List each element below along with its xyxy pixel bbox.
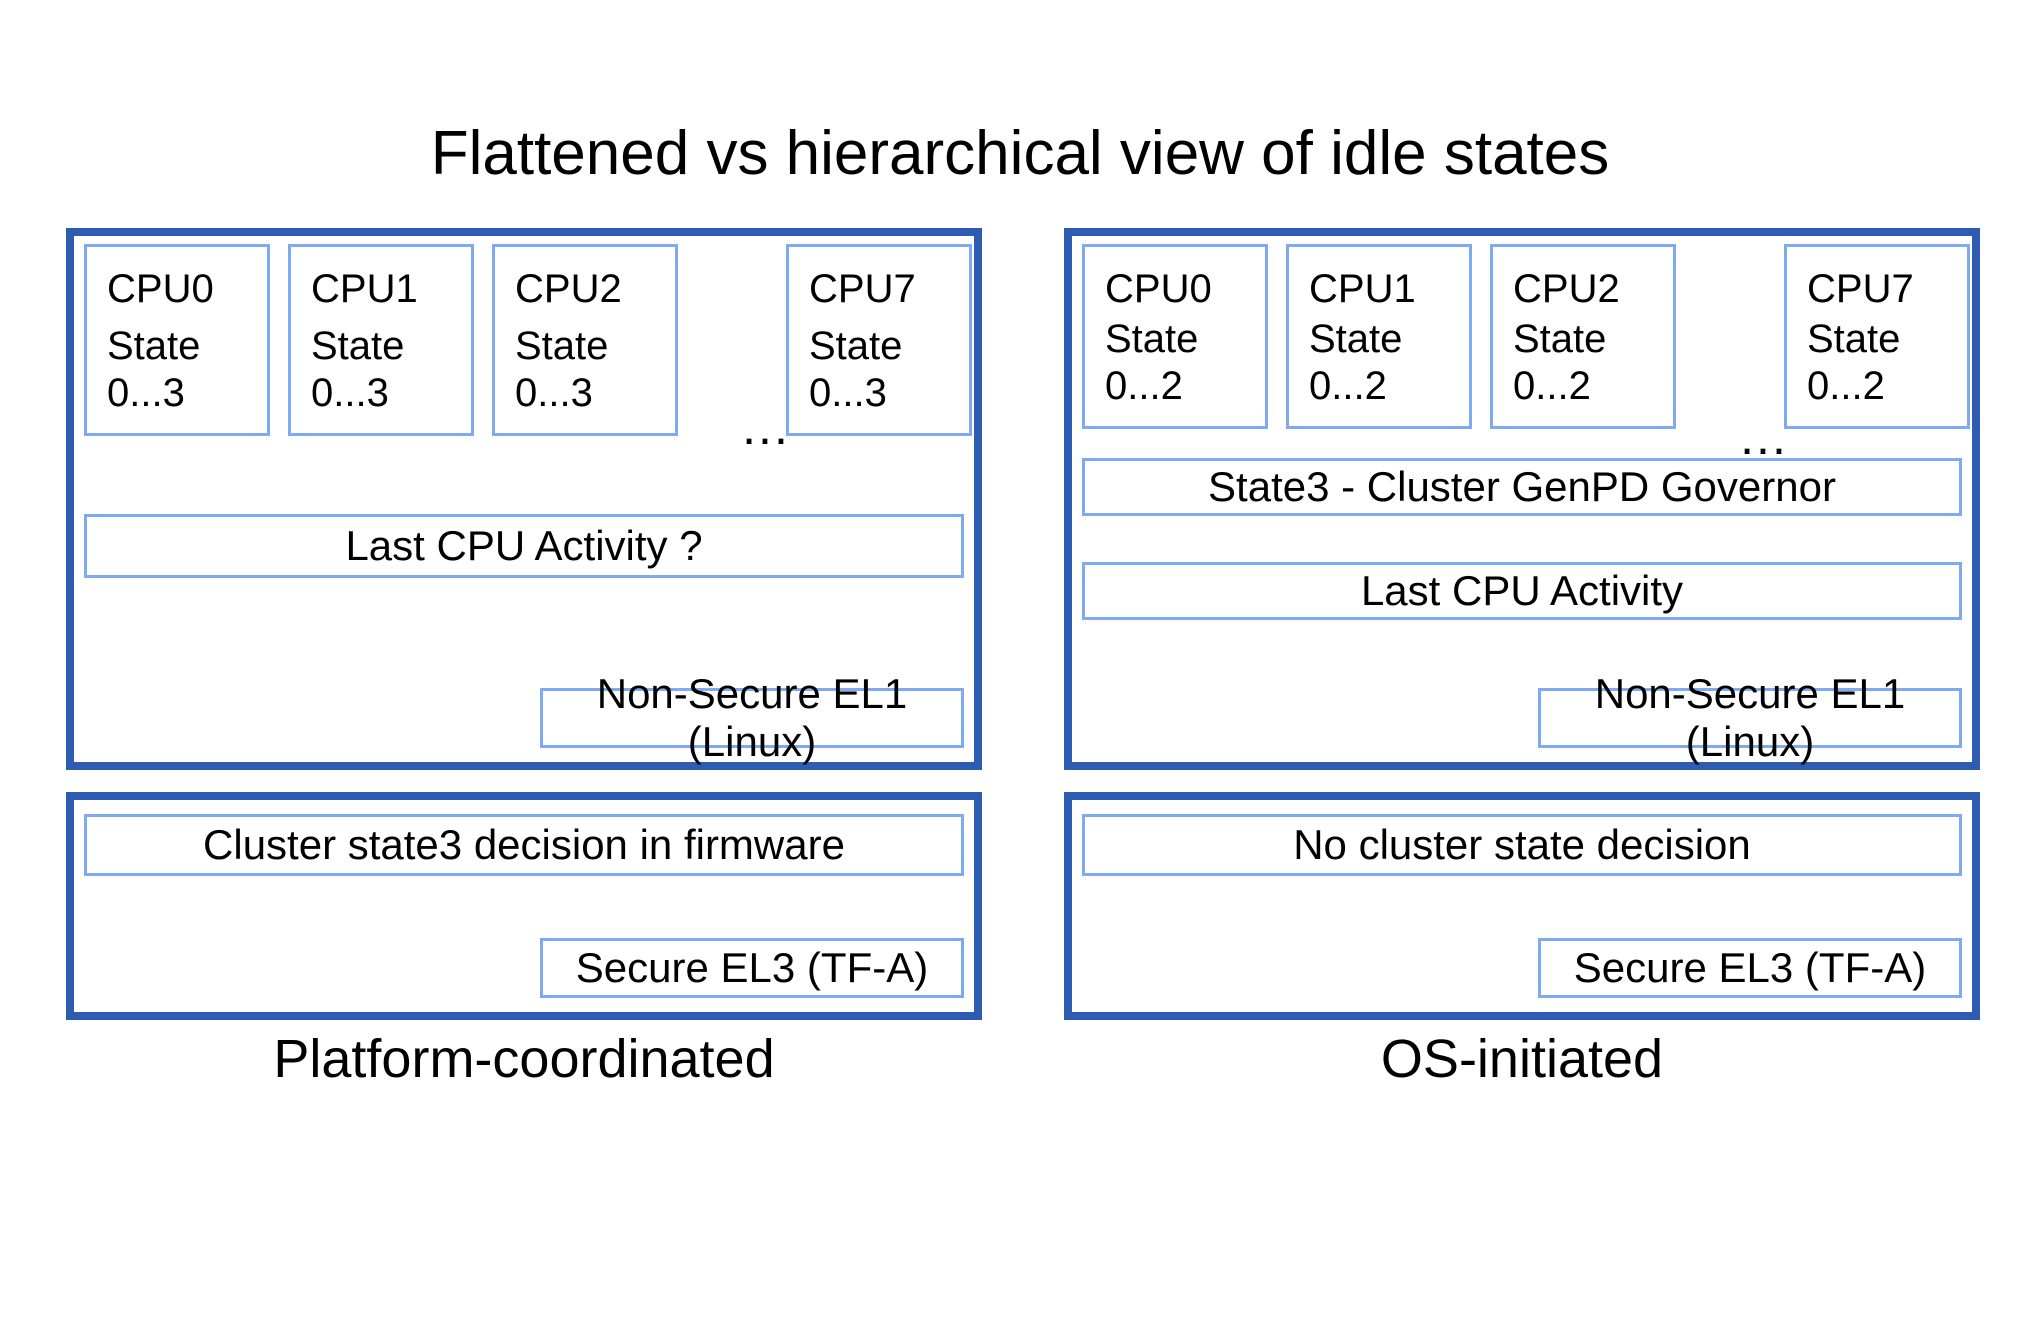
cpu-name: CPU7: [809, 267, 916, 311]
secure-world-box: No cluster state decision Secure EL3 (TF…: [1064, 792, 1980, 1020]
cpu-box: CPU1 State 0...3: [288, 244, 474, 436]
cpu-name: CPU1: [1309, 267, 1416, 311]
cpu-state-range: 0...3: [515, 370, 593, 415]
cpu-state-label: State: [809, 323, 903, 368]
secure-world-box: Cluster state3 decision in firmware Secu…: [66, 792, 982, 1020]
cpu-box: CPU7 State 0...2: [1784, 244, 1970, 429]
cpu-box: CPU2 State 0...2: [1490, 244, 1676, 429]
secure-el3-label-box: Secure EL3 (TF-A): [540, 938, 964, 998]
cpu-name: CPU2: [515, 267, 622, 311]
panel-caption: Platform-coordinated: [273, 1029, 775, 1089]
cpu-state: State 0...2: [1807, 316, 1900, 410]
cpu-state: State 0...3: [107, 323, 200, 417]
cpu-state-range: 0...2: [1807, 363, 1885, 408]
cpu-state-label: State: [1309, 316, 1403, 361]
cpu-box: CPU1 State 0...2: [1286, 244, 1472, 429]
cluster-genpd-governor-box: State3 - Cluster GenPD Governor: [1082, 458, 1962, 516]
cpu-box: CPU0 State 0...2: [1082, 244, 1268, 429]
cpu-state-label: State: [311, 323, 405, 368]
cluster-decision-box: Cluster state3 decision in firmware: [84, 814, 964, 876]
cpu-state: State 0...3: [515, 323, 608, 417]
cpu-state: State 0...2: [1309, 316, 1402, 410]
slide-title: Flattened vs hierarchical view of idle s…: [430, 119, 1610, 188]
cpu-state-label: State: [1513, 316, 1607, 361]
last-cpu-activity-box: Last CPU Activity: [1082, 562, 1962, 620]
panel-os-initiated: CPU0 State 0...2 CPU1 State 0...2 CPU2 S…: [1064, 228, 1980, 1118]
cpu-state-label: State: [107, 323, 201, 368]
cpu-name: CPU1: [311, 267, 418, 311]
cpu-state: State 0...2: [1105, 316, 1198, 410]
cpu-state-range: 0...3: [107, 370, 185, 415]
cpu-state: State 0...3: [809, 323, 902, 417]
cpu-state: State 0...3: [311, 323, 404, 417]
cpu-state-label: State: [1807, 316, 1901, 361]
panel-platform-coordinated: CPU0 State 0...3 CPU1 State 0...3 CPU2 S…: [66, 228, 982, 1118]
cpu-box: CPU7 State 0...3: [786, 244, 972, 436]
cpu-state-label: State: [515, 323, 609, 368]
ellipsis-more-cpus: ...: [742, 399, 790, 455]
cpu-state-range: 0...3: [311, 370, 389, 415]
secure-el3-label-box: Secure EL3 (TF-A): [1538, 938, 1962, 998]
cpu-state-range: 0...3: [809, 370, 887, 415]
cpu-state: State 0...2: [1513, 316, 1606, 410]
cpu-box: CPU0 State 0...3: [84, 244, 270, 436]
cpu-state-range: 0...2: [1513, 363, 1591, 408]
panel-caption: OS-initiated: [1380, 1029, 1664, 1089]
cpu-name: CPU0: [1105, 267, 1212, 311]
cpu-name: CPU0: [107, 267, 214, 311]
cpu-name: CPU7: [1807, 267, 1914, 311]
cpu-state-range: 0...2: [1105, 363, 1183, 408]
cpu-state-range: 0...2: [1309, 363, 1387, 408]
cpu-box: CPU2 State 0...3: [492, 244, 678, 436]
nonsecure-world-box: CPU0 State 0...3 CPU1 State 0...3 CPU2 S…: [66, 228, 982, 770]
cluster-decision-box: No cluster state decision: [1082, 814, 1962, 876]
ellipsis-more-cpus: ...: [1740, 409, 1788, 465]
cpu-state-label: State: [1105, 316, 1199, 361]
nonsecure-el1-label-box: Non-Secure EL1 (Linux): [540, 670, 964, 765]
nonsecure-el1-label-box: Non-Secure EL1 (Linux): [1538, 670, 1962, 765]
last-cpu-activity-box: Last CPU Activity ?: [84, 514, 964, 578]
cpu-name: CPU2: [1513, 267, 1620, 311]
nonsecure-world-box: CPU0 State 0...2 CPU1 State 0...2 CPU2 S…: [1064, 228, 1980, 770]
